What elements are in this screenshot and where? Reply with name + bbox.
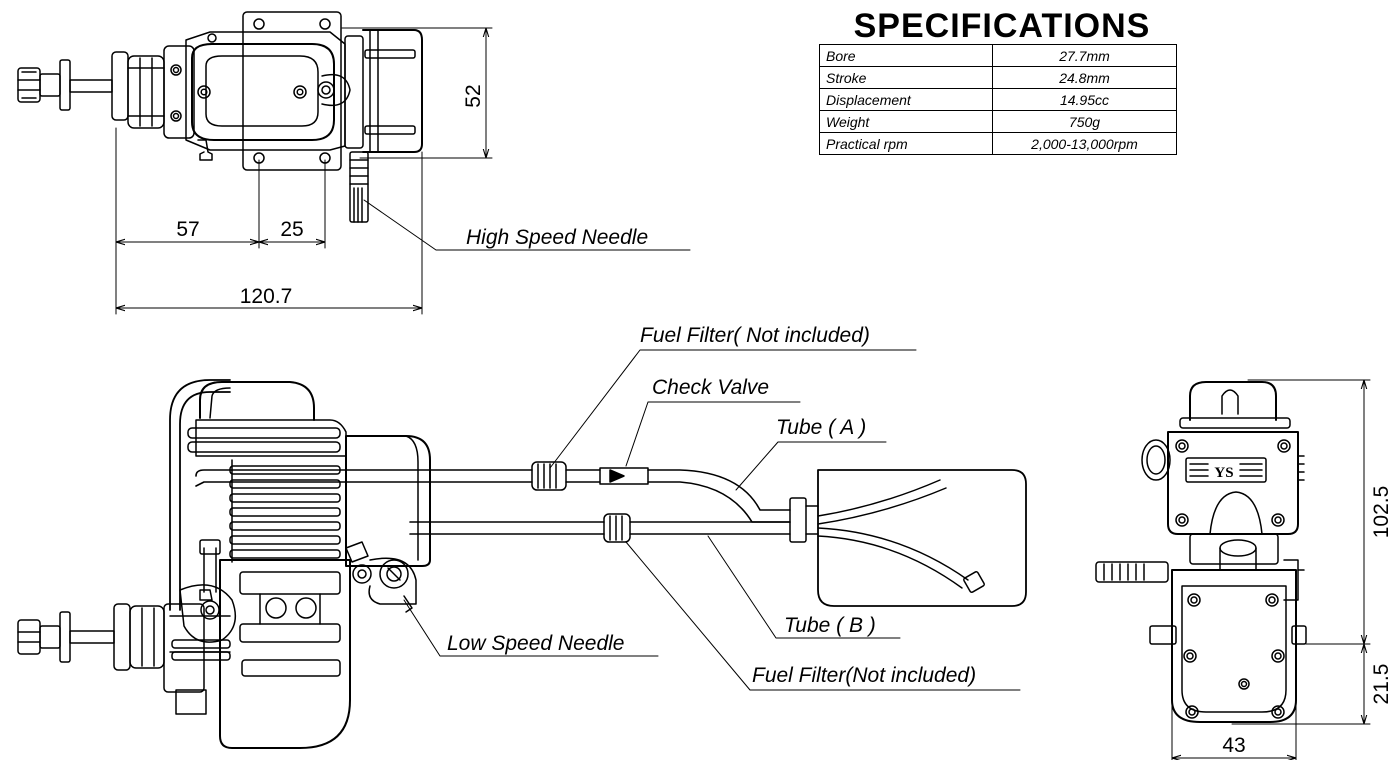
label-fuel-filter-bottom: Fuel Filter(Not included)	[752, 664, 976, 687]
dim-side-width: 43	[1222, 734, 1245, 757]
clunk-weight	[963, 571, 985, 593]
dim-mount-spacing: 25	[280, 218, 303, 241]
spec-label: Weight	[819, 110, 993, 133]
spec-row-rpm: Practical rpm 2,000-13,000rpm	[819, 132, 1177, 155]
label-tube-b: Tube ( B )	[784, 614, 876, 637]
front-head-block	[1167, 431, 1299, 535]
side-rocker-cover	[199, 381, 315, 421]
label-tube-a: Tube ( A )	[776, 416, 866, 439]
spec-row-displacement: Displacement 14.95cc	[819, 88, 1177, 111]
ys-logo-plate	[1185, 457, 1267, 483]
top-view-engine	[17, 11, 423, 223]
side-head-block	[345, 435, 431, 567]
mounting-plate	[242, 11, 342, 171]
front-exhaust	[1141, 439, 1171, 481]
specifications-panel: SPECIFICATIONS Bore 27.7mm Stroke 24.8mm…	[818, 0, 1186, 155]
crankshaft	[69, 79, 113, 93]
prop-nut	[17, 67, 41, 103]
front-mount-lug-left	[1149, 625, 1177, 645]
spec-label: Displacement	[819, 88, 993, 111]
fuel-nipple	[197, 139, 213, 161]
spec-value: 2,000-13,000rpm	[992, 132, 1177, 155]
spec-row-stroke: Stroke 24.8mm	[819, 66, 1177, 89]
cylinder-head	[362, 29, 423, 153]
specifications-table: Bore 27.7mm Stroke 24.8mm Displacement 1…	[819, 44, 1177, 155]
label-fuel-filter-top: Fuel Filter( Not included)	[640, 324, 870, 347]
label-high-speed-needle: High Speed Needle	[466, 226, 648, 249]
front-rocker-dome	[1189, 381, 1277, 421]
spec-row-weight: Weight 750g	[819, 110, 1177, 133]
tube-a-front	[195, 469, 533, 477]
front-mount-lug-right	[1291, 625, 1307, 645]
rocker-cover	[191, 43, 335, 141]
front-crankcase	[1171, 569, 1297, 723]
fuel-filter-top	[531, 461, 567, 491]
drive-hub	[111, 51, 129, 121]
fuel-filter-bottom	[603, 513, 631, 543]
side-prop-nut	[17, 619, 41, 655]
side-view-callouts	[403, 349, 1021, 691]
fuel-system	[195, 461, 1027, 607]
prop-washer	[59, 59, 71, 111]
side-crankcase	[219, 559, 351, 749]
fuel-tank	[817, 469, 1027, 607]
low-speed-needle-body	[379, 559, 409, 589]
front-view-engine: YS	[1095, 381, 1307, 723]
dim-mount-offset: 57	[176, 218, 199, 241]
high-speed-needle-shaft	[349, 151, 369, 223]
top-view-dimensions	[115, 27, 691, 315]
side-view-engine	[17, 379, 431, 749]
specifications-title: SPECIFICATIONS	[853, 7, 1151, 45]
front-housing	[163, 45, 195, 139]
cylinder-fins	[229, 465, 341, 559]
front-view-dimensions	[1171, 379, 1371, 760]
exhaust-stub	[321, 73, 351, 107]
tank-stopper	[789, 497, 807, 543]
front-crankshaft	[1095, 561, 1169, 583]
label-check-valve: Check Valve	[652, 376, 769, 399]
ys-logo-text: YS	[1214, 465, 1233, 481]
spec-row-bore: Bore 27.7mm	[819, 44, 1177, 67]
dim-side-lower: 21.5	[1370, 664, 1389, 705]
dim-top-height: 52	[462, 84, 485, 107]
label-low-speed-needle: Low Speed Needle	[447, 632, 624, 655]
spec-value: 24.8mm	[992, 66, 1177, 89]
check-valve	[599, 467, 649, 485]
dim-overall-length: 120.7	[240, 285, 293, 308]
dim-side-height: 102.5	[1370, 486, 1389, 539]
